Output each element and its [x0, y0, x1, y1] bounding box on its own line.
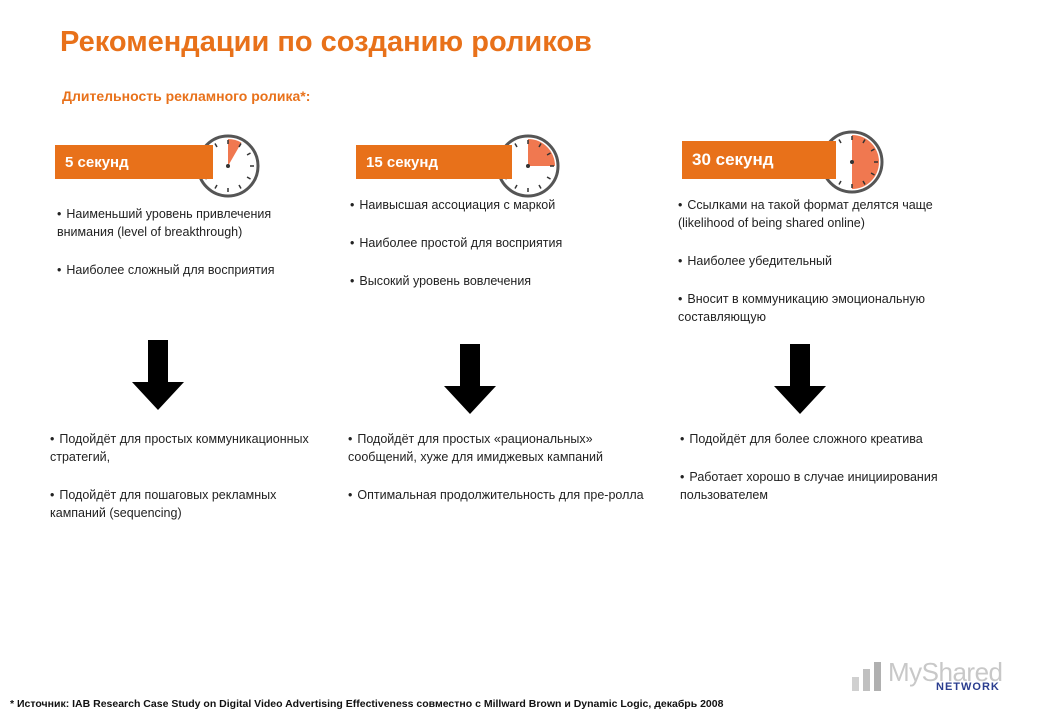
- bullet-item: Высокий уровень вовлечения: [350, 272, 630, 290]
- bullet-item: Ссылками на такой формат делятся чаще (l…: [678, 196, 978, 232]
- duration-label-30s: 30 секунд: [682, 141, 836, 179]
- bottom-bullets-15s: Подойдёт для простых «рациональных» сооб…: [348, 430, 648, 524]
- bar-chart-icon: [852, 662, 881, 691]
- bullet-item: Подойдёт для более сложного креатива: [680, 430, 980, 448]
- bullet-item: Наиболее простой для восприятия: [350, 234, 630, 252]
- top-bullets-30s: Ссылками на такой формат делятся чаще (l…: [678, 196, 978, 346]
- bullet-item: Наивысшая ассоциация с маркой: [350, 196, 630, 214]
- watermark-text: MyShared: [888, 657, 1003, 687]
- source-footnote: * Источник: IAB Research Case Study on D…: [10, 698, 724, 710]
- duration-label-5s: 5 секунд: [55, 145, 213, 179]
- down-arrow-icon: [774, 344, 826, 414]
- bottom-bullets-30s: Подойдёт для более сложного креатива Раб…: [680, 430, 980, 524]
- top-bullets-15s: Наивысшая ассоциация с маркой Наиболее п…: [350, 196, 630, 310]
- bullet-item: Работает хорошо в случае инициирования п…: [680, 468, 980, 504]
- watermark-logo: MyShared NETWORK: [850, 655, 1030, 699]
- bottom-bullets-5s: Подойдёт для простых коммуникационных ст…: [50, 430, 325, 542]
- bullet-item: Наименьший уровень привлечения внимания …: [57, 205, 317, 241]
- slide-title: Рекомендации по созданию роликов: [60, 26, 592, 58]
- bullet-item: Вносит в коммуникацию эмоциональную сост…: [678, 290, 978, 326]
- bullet-item: Наиболее сложный для восприятия: [57, 261, 317, 279]
- down-arrow-icon: [444, 344, 496, 414]
- bullet-item: Наиболее убедительный: [678, 252, 978, 270]
- down-arrow-icon: [132, 340, 184, 410]
- clock-icon: [496, 128, 560, 198]
- bullet-item: Подойдёт для пошаговых рекламных кампани…: [50, 486, 325, 522]
- bullet-item: Подойдёт для простых «рациональных» сооб…: [348, 430, 648, 466]
- slide-subtitle: Длительность рекламного ролика*:: [62, 88, 311, 104]
- top-bullets-5s: Наименьший уровень привлечения внимания …: [57, 205, 317, 299]
- watermark-subtext: NETWORK: [936, 681, 1000, 693]
- duration-label-15s: 15 секунд: [356, 145, 512, 179]
- bullet-item: Оптимальная продолжительность для пре-ро…: [348, 486, 648, 504]
- bullet-item: Подойдёт для простых коммуникационных ст…: [50, 430, 325, 466]
